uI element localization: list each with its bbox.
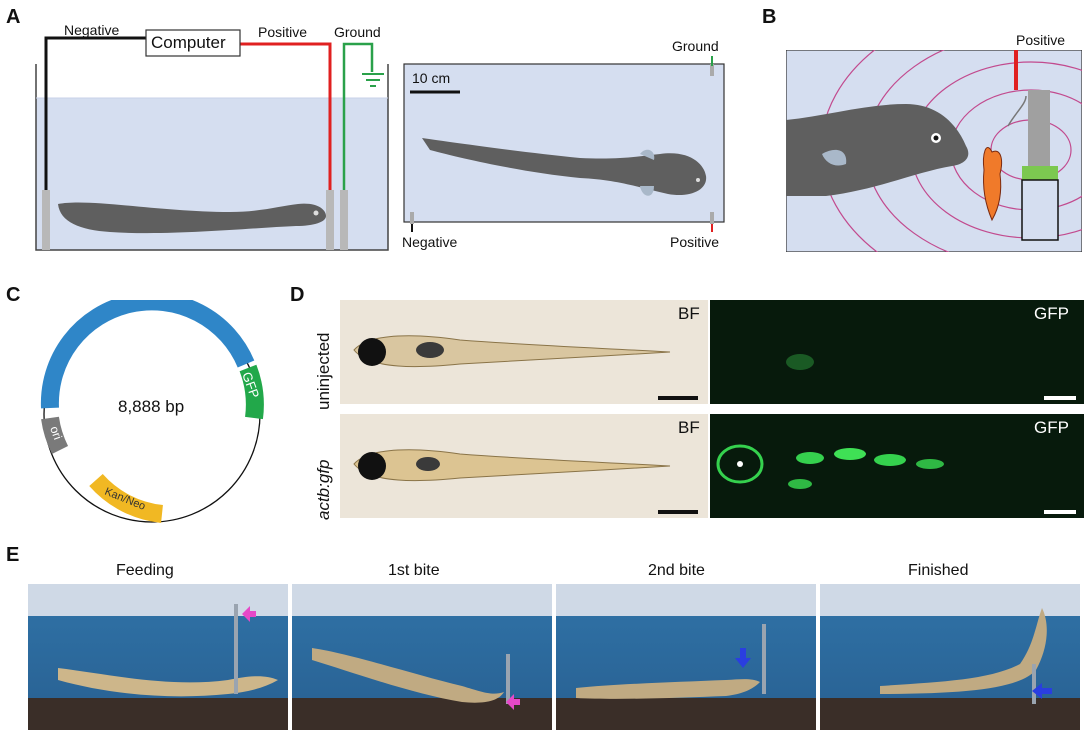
panel-c-label: C bbox=[6, 284, 21, 306]
positive-electrode bbox=[326, 190, 334, 250]
frame-caption-3: 2nd bite bbox=[648, 562, 705, 579]
electrode-holder bbox=[1028, 90, 1050, 180]
kan-segment bbox=[89, 473, 164, 523]
ground-label: Ground bbox=[334, 24, 381, 40]
panel-b-label: B bbox=[762, 6, 777, 28]
frame-caption-2: 1st bite bbox=[388, 562, 440, 579]
negative-label: Negative bbox=[64, 22, 120, 38]
gfp-image-uninjected bbox=[710, 300, 1084, 404]
positive-wire bbox=[238, 42, 332, 248]
row-label-uninjected: uninjected bbox=[314, 332, 333, 410]
frame-feeding bbox=[28, 584, 288, 730]
bf-label-1: BF bbox=[678, 304, 700, 323]
eel-top bbox=[422, 138, 707, 196]
scale-bar-label: 10 cm bbox=[412, 70, 451, 86]
feeder-cap bbox=[1022, 166, 1058, 182]
computer-label: Computer bbox=[151, 33, 226, 52]
negative-wire bbox=[44, 36, 148, 248]
gfp-label-2: GFP bbox=[1034, 418, 1069, 437]
eel-side bbox=[58, 202, 326, 234]
gfp-label-1: GFP bbox=[1034, 304, 1069, 323]
frame-1st-bite bbox=[292, 584, 552, 730]
gfp-image-actb bbox=[710, 414, 1084, 518]
tank-outline bbox=[35, 64, 389, 251]
top-positive-label: Positive bbox=[670, 234, 720, 250]
bf-label-2: BF bbox=[678, 418, 700, 437]
panel-a-label: A bbox=[6, 6, 21, 28]
computer-box bbox=[145, 29, 241, 57]
panel-a-diagram bbox=[35, 29, 725, 251]
ground-wire bbox=[342, 42, 374, 248]
eel-head bbox=[786, 104, 969, 196]
ground-electrode bbox=[340, 190, 348, 250]
plasmid-size: 8,888 bp bbox=[118, 397, 184, 416]
bf-image-actb bbox=[340, 414, 708, 518]
goldfish bbox=[983, 147, 1003, 222]
frame-caption-1: Feeding bbox=[116, 562, 174, 579]
gfp-segment bbox=[239, 364, 264, 420]
frame-caption-4: Finished bbox=[908, 562, 969, 579]
panel-b-diagram bbox=[786, 50, 1082, 252]
bf-image-uninjected bbox=[340, 300, 708, 404]
positive-label: Positive bbox=[258, 24, 308, 40]
plasmid-map: β-actin promoter GFP ori Kan/Neo 8,888 b… bbox=[40, 300, 264, 523]
panel-e-label: E bbox=[6, 544, 20, 566]
frame-finished bbox=[820, 584, 1080, 730]
top-ground-label: Ground bbox=[672, 38, 719, 54]
ori-segment bbox=[41, 416, 69, 455]
row-label-actb: actb:gfp bbox=[314, 459, 333, 521]
promoter-segment bbox=[40, 300, 255, 409]
negative-electrode bbox=[42, 190, 50, 250]
top-negative-label: Negative bbox=[402, 234, 458, 250]
panel-d-label: D bbox=[290, 284, 305, 306]
ori-label: ori bbox=[47, 424, 65, 441]
feeder-tube bbox=[1021, 179, 1059, 241]
b-positive-label: Positive bbox=[1016, 32, 1066, 48]
frame-2nd-bite bbox=[556, 584, 816, 730]
